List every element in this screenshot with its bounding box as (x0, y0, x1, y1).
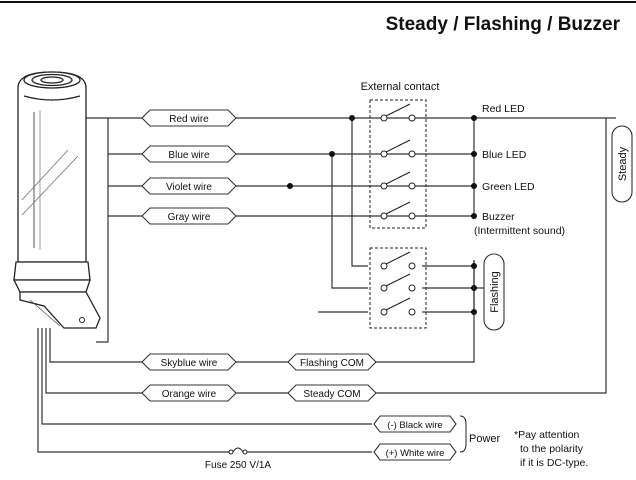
junction-dot (329, 151, 335, 157)
svg-text:Steady: Steady (617, 146, 629, 181)
junction-dot (471, 309, 477, 315)
svg-text:Gray wire: Gray wire (168, 212, 211, 223)
svg-text:Skyblue wire: Skyblue wire (161, 358, 218, 369)
junction-dot (471, 263, 477, 269)
switch-icon (380, 201, 416, 220)
junction-dot (471, 285, 477, 291)
junction-dot (471, 151, 477, 157)
signal-lamp-icon (12, 71, 101, 329)
svg-text:Violet wire: Violet wire (166, 182, 212, 193)
external-contact-label: External contact (361, 81, 440, 93)
blue-wire-tag: Blue wire (141, 145, 237, 163)
orange-wire-tag: Orange wire (141, 384, 237, 402)
external-contact-box (369, 99, 427, 229)
svg-text:Flashing COM: Flashing COM (300, 358, 364, 369)
polarity-note-line-2: to the polarity (520, 443, 584, 455)
switch-icon (380, 297, 416, 316)
steady-mode-label: Steady (611, 125, 633, 203)
red-wire-tag: Red wire (141, 109, 237, 127)
flashing-com-tag: Flashing COM (287, 353, 377, 371)
svg-text:Red wire: Red wire (169, 114, 209, 125)
junction-dot (471, 115, 477, 121)
svg-text:Steady COM: Steady COM (303, 389, 360, 400)
fuse-icon (228, 447, 248, 455)
power-bracket (459, 415, 467, 453)
gray-wire-tag: Gray wire (141, 207, 237, 225)
black-wire-tag: (-) Black wire (373, 415, 457, 433)
flashing-contact-box (369, 247, 427, 329)
svg-text:(-) Black wire: (-) Black wire (387, 420, 442, 431)
fuse-label: Fuse 250 V/1A (205, 460, 271, 471)
flashing-mode-label: Flashing (483, 253, 505, 331)
junction-dot (287, 183, 293, 189)
switch-icon (380, 251, 416, 270)
svg-text:Blue wire: Blue wire (168, 150, 210, 161)
violet-wire-tag: Violet wire (141, 177, 237, 195)
blue-led-label: Blue LED (482, 149, 527, 161)
skyblue-wire-tag: Skyblue wire (141, 353, 237, 371)
green-led-label: Green LED (482, 181, 535, 193)
junction-dot (471, 183, 477, 189)
switch-icon (380, 171, 416, 190)
red-led-label: Red LED (482, 103, 525, 115)
svg-text:(+) White wire: (+) White wire (386, 448, 445, 459)
white-wire-tag: (+) White wire (373, 443, 457, 461)
switch-icon (380, 139, 416, 158)
switch-icon (380, 273, 416, 292)
switch-icon (380, 103, 416, 122)
power-label: Power (469, 433, 501, 445)
buzzer-note: (Intermittent sound) (474, 225, 565, 237)
polarity-note-line-3: if it is DC-type. (520, 457, 588, 469)
steady-com-tag: Steady COM (287, 384, 377, 402)
svg-text:Orange wire: Orange wire (162, 389, 217, 400)
page-title: Steady / Flashing / Buzzer (386, 14, 621, 35)
svg-text:Flashing: Flashing (489, 271, 501, 313)
junction-dot (471, 213, 477, 219)
buzzer-label: Buzzer (482, 211, 515, 223)
junction-dot (349, 115, 355, 121)
polarity-note-line-1: *Pay attention (514, 429, 580, 441)
